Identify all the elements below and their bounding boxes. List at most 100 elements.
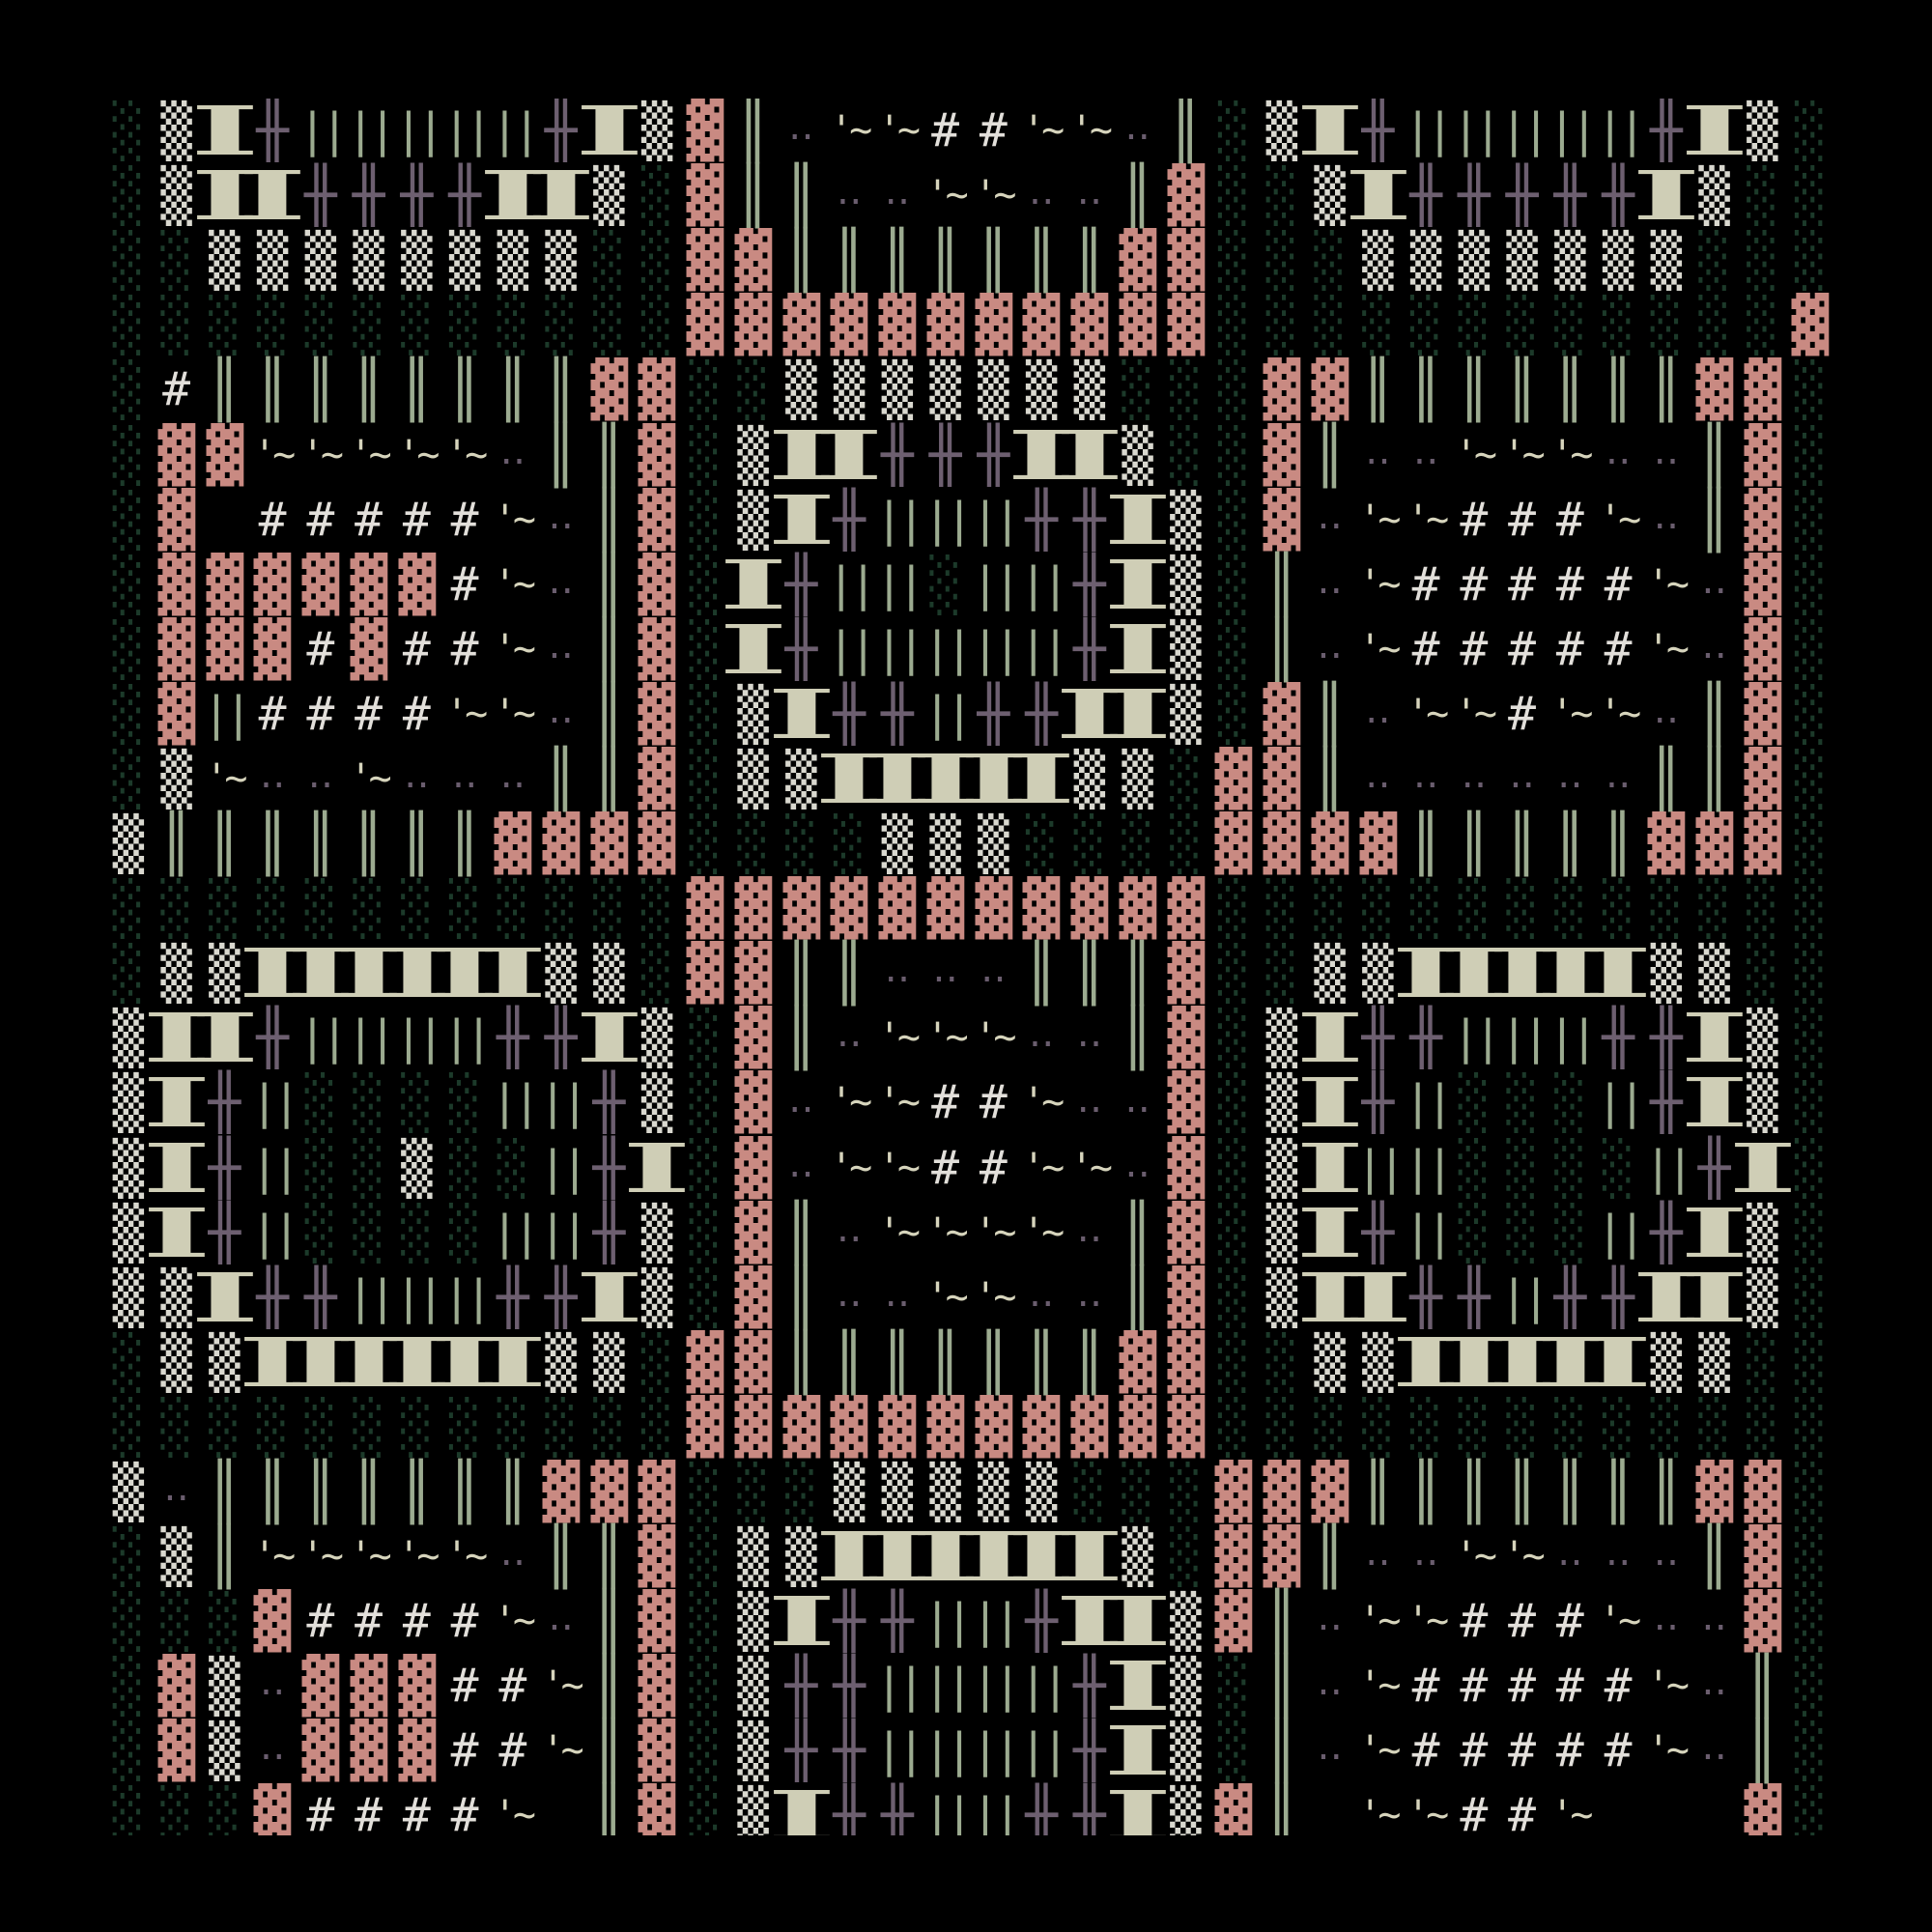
glyph-tilde: '~	[1406, 691, 1449, 736]
glyph-beam: I	[1007, 738, 1077, 819]
glyph-beam: I	[1679, 1192, 1749, 1273]
glyph-cross: ╫	[400, 164, 434, 228]
glyph-dim: ░	[1506, 1396, 1538, 1458]
glyph-dim: ░	[353, 295, 384, 356]
glyph-tilde: '~	[1358, 497, 1401, 542]
glyph-dots: ‥	[499, 753, 526, 798]
glyph-beam: I	[238, 156, 308, 237]
glyph-tilde: '~	[925, 173, 969, 218]
glyph-dense: ▓	[734, 1007, 773, 1070]
glyph-bars: ||	[442, 1010, 493, 1065]
glyph-hash: #	[1508, 492, 1537, 547]
glyph-tilde: '~	[253, 432, 296, 477]
glyph-dbar: ║	[496, 1459, 530, 1525]
glyph-tilde: '~	[1358, 626, 1401, 671]
glyph-dots: ‥	[259, 1724, 286, 1770]
glyph-shade: ▒	[1834, 1654, 1835, 1719]
glyph-dim: ░	[1217, 1720, 1250, 1782]
glyph-shade: ▒	[1362, 1331, 1394, 1393]
glyph-dim: ░	[689, 683, 722, 745]
glyph-tilde: '~	[974, 173, 1016, 218]
glyph-dim: ░	[448, 1137, 481, 1199]
glyph-dots: ‥	[1412, 428, 1439, 473]
glyph-beam: I	[1294, 99, 1365, 172]
glyph-cross: ╫	[1361, 1007, 1395, 1070]
glyph-dim: ░	[1265, 878, 1298, 940]
glyph-shade: ▒	[112, 813, 145, 875]
glyph-shade: ▒	[401, 1137, 433, 1199]
glyph-dim: ░	[1794, 359, 1827, 421]
glyph-shade: ▒	[112, 1202, 145, 1264]
glyph-hash: #	[450, 556, 479, 611]
glyph-dim: ░	[1794, 554, 1827, 615]
glyph-dbar: ║	[447, 356, 482, 423]
glyph-dots: ‥	[1076, 1011, 1103, 1057]
glyph-bars: ||	[1596, 1075, 1646, 1130]
glyph-dim: ░	[689, 1137, 722, 1199]
glyph-beam: I	[1487, 933, 1557, 1014]
glyph-hash: #	[1555, 556, 1584, 611]
glyph-dense: ▓	[350, 617, 388, 681]
glyph-dim: ░	[1554, 295, 1586, 356]
glyph-hash: #	[402, 686, 431, 741]
glyph-shade: ▒	[112, 1137, 145, 1199]
glyph-dim: ░	[1217, 1008, 1250, 1069]
glyph-dim: ░	[1217, 1331, 1250, 1393]
glyph-shade: ▒	[160, 748, 192, 810]
glyph-dense: ▓	[1695, 812, 1734, 876]
glyph-beam: I	[382, 933, 452, 1014]
glyph-dense: ▓	[974, 1395, 1012, 1459]
glyph-shade: ▒	[209, 1331, 241, 1393]
glyph-cross: ╫	[833, 1784, 866, 1835]
glyph-dense: ▓	[542, 812, 581, 876]
glyph-tilde: '~	[925, 1209, 969, 1255]
glyph-cross: ╫	[833, 1590, 866, 1654]
glyph-dense: ▓	[1695, 1461, 1734, 1524]
glyph-dots: ‥	[1365, 428, 1391, 473]
glyph-dense: ▓	[926, 294, 965, 357]
glyph-dots: ‥	[1317, 557, 1343, 603]
glyph-cross: ╫	[256, 99, 289, 163]
glyph-beam: I	[1631, 156, 1701, 237]
glyph-dim: ░	[160, 295, 192, 356]
glyph-tilde: '~	[349, 755, 392, 801]
glyph-dim: ░	[929, 554, 961, 615]
glyph-cross: ╫	[208, 1201, 242, 1264]
glyph-shade: ▒	[1834, 422, 1835, 487]
glyph-dim: ░	[1794, 1785, 1827, 1835]
glyph-hash: #	[306, 1788, 335, 1835]
glyph-dim: ░	[401, 1202, 433, 1264]
glyph-dbar: ║	[1505, 1459, 1540, 1525]
glyph-tilde: '~	[830, 1080, 872, 1125]
glyph-cross: ╫	[1602, 1007, 1634, 1070]
glyph-tilde: '~	[445, 1534, 488, 1579]
glyph-dim: ░	[689, 1656, 722, 1718]
glyph-dim: ░	[1506, 878, 1538, 940]
glyph-dots: ‥	[307, 753, 334, 798]
glyph-bars: ||	[1019, 1723, 1069, 1778]
glyph-tilde: '~	[1454, 1534, 1497, 1579]
art-row: ▒I╫||░░░░||||╫▒░▓‥'~'~##'~‥‥▓░▒I╫||░░░||…	[104, 1069, 1835, 1137]
glyph-tilde: '~	[1022, 108, 1065, 154]
glyph-dense: ▓	[1166, 1265, 1205, 1329]
glyph-dim: ░	[1747, 1331, 1778, 1393]
glyph-dense: ▓	[1166, 942, 1205, 1006]
glyph-dim: ░	[1217, 489, 1250, 551]
glyph-cross: ╫	[1409, 1007, 1442, 1070]
glyph-dim: ░	[209, 1591, 241, 1653]
glyph-beam: I	[1007, 414, 1077, 496]
glyph-dbar: ║	[1649, 356, 1684, 423]
glyph-dbar: ║	[1264, 1653, 1299, 1719]
glyph-dbar: ║	[207, 810, 242, 877]
glyph-beam: I	[1054, 414, 1124, 496]
glyph-hash: #	[1555, 1659, 1584, 1714]
glyph-dots: ‥	[1124, 1141, 1151, 1186]
glyph-bars: ||	[923, 1594, 974, 1649]
glyph-dense: ▓	[638, 682, 676, 746]
glyph-dim: ░	[640, 1396, 673, 1458]
glyph-dim: ░	[1314, 1396, 1346, 1458]
glyph-bars: ||	[874, 492, 925, 547]
glyph-dense: ▓	[638, 1461, 676, 1524]
glyph-bars: ||	[298, 1010, 349, 1065]
